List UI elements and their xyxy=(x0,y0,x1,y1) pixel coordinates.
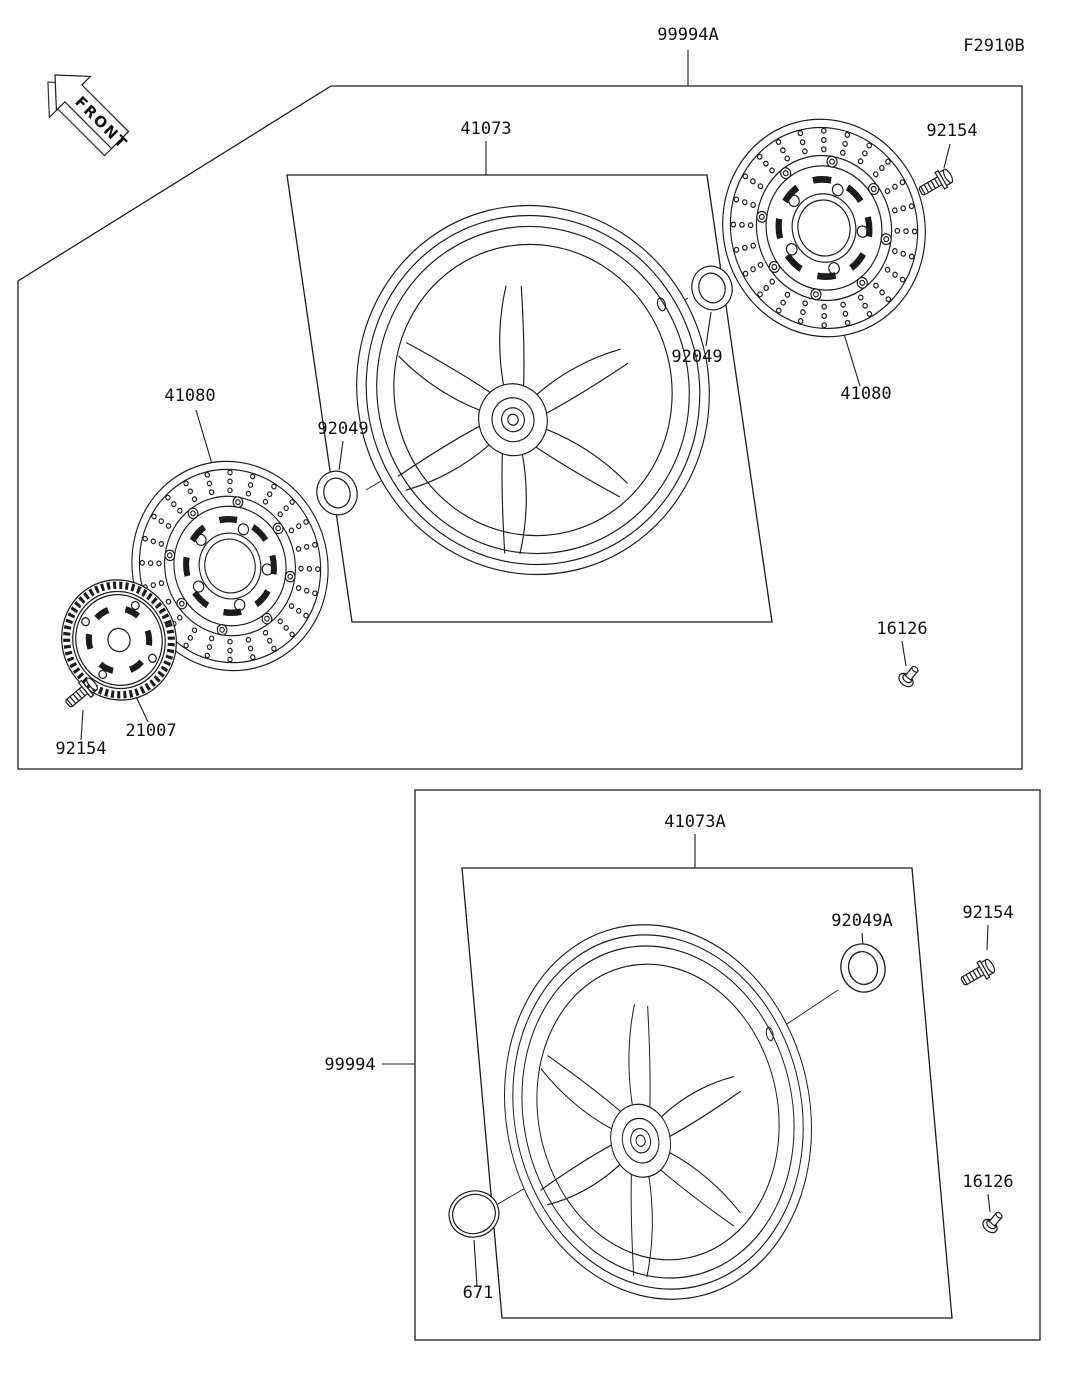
part-label-rear-wheel: 41073A xyxy=(664,812,725,832)
part-label-front-disc-right: 41080 xyxy=(840,384,891,404)
rear-o-ring-drawing xyxy=(448,1190,500,1238)
rear-air-valve-drawing xyxy=(979,1207,1008,1236)
front-direction-arrow: FRONT xyxy=(47,74,132,157)
part-label-rear-seal: 92049A xyxy=(831,911,892,931)
front-brake-disc-right xyxy=(700,98,948,359)
rear-wheel-box xyxy=(461,867,953,1319)
part-label-front-assembly: 99994A xyxy=(657,25,718,45)
part-label-front-seal-right: 92049 xyxy=(671,347,722,367)
rear-seal-drawing xyxy=(834,938,892,998)
part-label-rear-air-valve: 16126 xyxy=(962,1172,1013,1192)
front-bolt-right-drawing xyxy=(915,165,956,201)
part-label-sensor-ring: 21007 xyxy=(125,721,176,741)
front-air-valve-drawing xyxy=(895,661,924,690)
part-label-front-wheel: 41073 xyxy=(460,119,511,139)
part-label-front-bolt-right: 92154 xyxy=(926,121,977,141)
front-assembly-box xyxy=(17,85,1023,770)
part-label-o-ring: 671 xyxy=(463,1283,494,1303)
front-seal-right-drawing xyxy=(685,260,739,316)
part-label-front-bolt-left: 92154 xyxy=(55,739,106,759)
part-label-front-seal-left: 92049 xyxy=(317,419,368,439)
front-seal-left-drawing xyxy=(310,465,364,521)
part-label-front-disc-left: 41080 xyxy=(164,386,215,406)
leader-lines xyxy=(80,50,991,1287)
rear-bolt-drawing xyxy=(957,955,998,991)
part-label-rear-bolt: 92154 xyxy=(962,903,1013,923)
part-label-rear-assembly: 99994 xyxy=(324,1055,375,1075)
front-wheel-drawing xyxy=(317,167,749,613)
rear-assembly-box xyxy=(414,789,1041,1341)
rear-wheel-drawing xyxy=(469,895,847,1329)
part-label-front-air-valve: 16126 xyxy=(876,619,927,639)
sheet-code-label: F2910B xyxy=(963,36,1024,56)
